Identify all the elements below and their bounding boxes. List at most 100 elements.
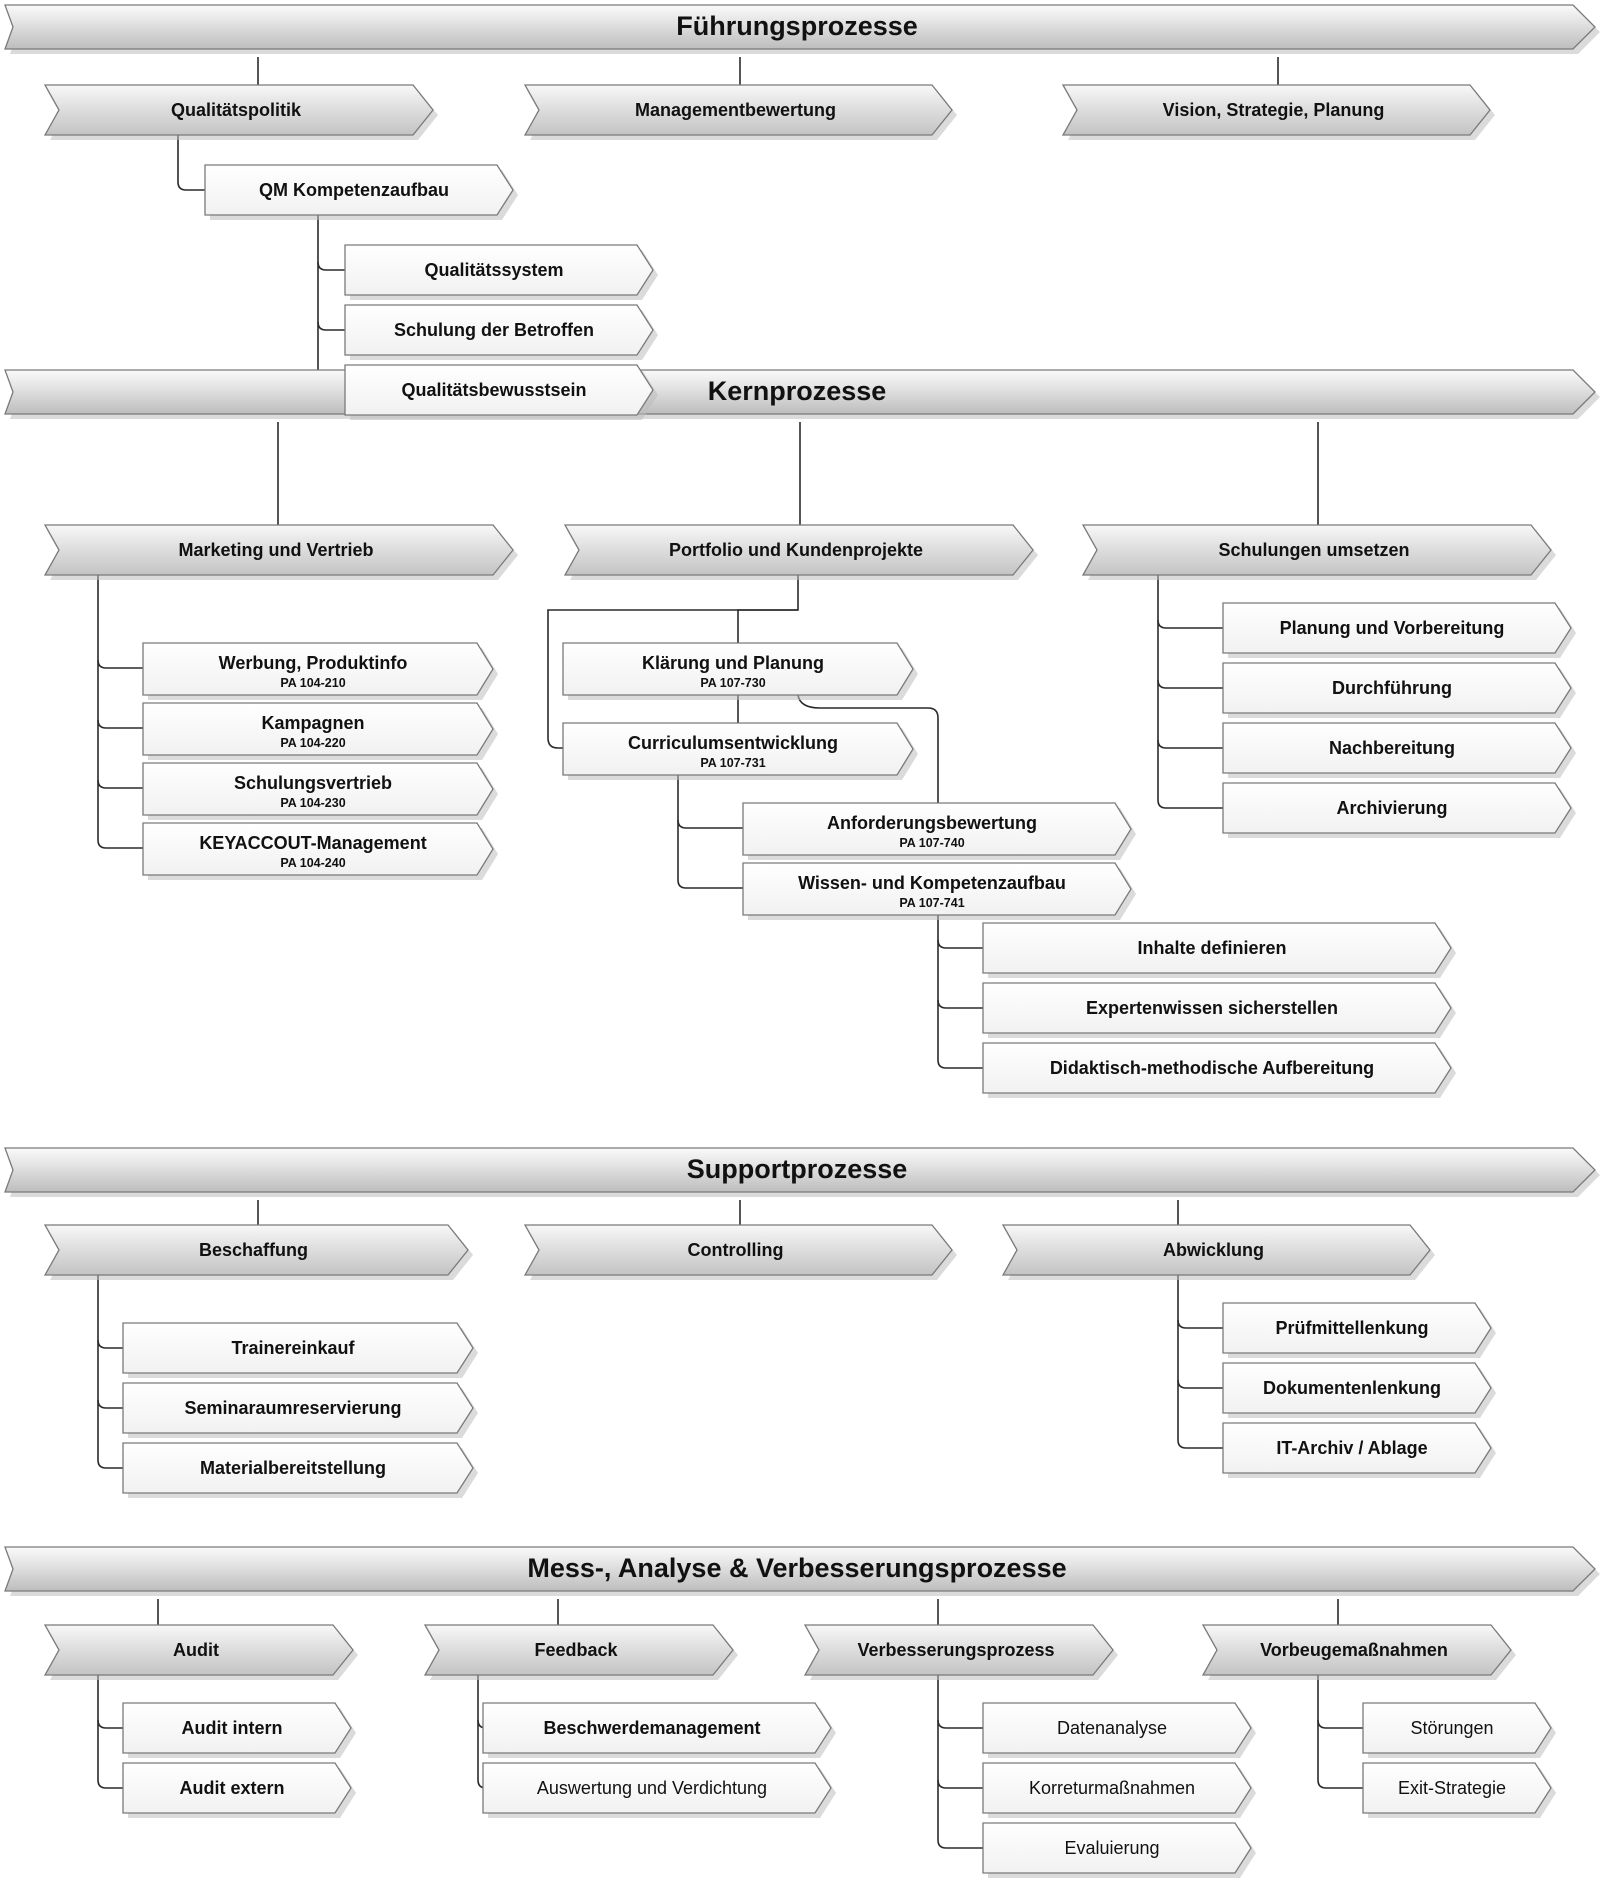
process-group-g-0-0[interactable]: Qualitätspolitik [45, 85, 427, 135]
process-group-g-2-0[interactable]: Beschaffung [45, 1225, 462, 1275]
section-header-hdr-0[interactable]: Führungsprozesse [5, 5, 1589, 49]
process-step-ae[interactable]: Audit extern [123, 1763, 341, 1813]
process-group-g-3-0[interactable]: Audit [45, 1625, 347, 1675]
in-shape [982, 922, 1452, 974]
process-step-da[interactable]: Datenanalyse [983, 1703, 1241, 1753]
g-1-0-shape [43, 524, 514, 576]
process-label: Inhalte definieren [1137, 937, 1287, 958]
di-shape [982, 1042, 1452, 1094]
section-header-hdr-1[interactable]: Kernprozesse [5, 370, 1589, 414]
process-label: Archivierung [1336, 797, 1448, 818]
process-group-g-2-1[interactable]: Controlling [525, 1225, 946, 1275]
connector-branch-7-1 [1177, 1379, 1230, 1389]
process-step-es[interactable]: Exit-Strategie [1363, 1763, 1541, 1813]
section-header-hdr-3[interactable]: Mess-, Analyse & Verbesserungsprozesse [5, 1547, 1589, 1591]
process-step-nb[interactable]: Nachbereitung [1223, 723, 1561, 773]
process-step-ko[interactable]: Korreturmaßnahmen [983, 1763, 1241, 1813]
g-2-2-shape [1001, 1224, 1431, 1276]
process-group-g-0-1[interactable]: Managementbewertung [525, 85, 946, 135]
process-group-g-0-2[interactable]: Vision, Strategie, Planung [1063, 85, 1484, 135]
process-group-g-3-1[interactable]: Feedback [425, 1625, 727, 1675]
process-step-bm[interactable]: Beschwerdemanagement [483, 1703, 821, 1753]
se-shape [122, 1382, 474, 1434]
connector-branch-10-2 [937, 1839, 990, 1849]
process-step-in[interactable]: Inhalte definieren [983, 923, 1441, 973]
g-3-0-shape [43, 1624, 354, 1676]
process-step-pv[interactable]: Planung und Vorbereitung [1223, 603, 1561, 653]
process-step-ev[interactable]: Evaluierung [983, 1823, 1241, 1873]
ar-shape [1222, 782, 1572, 834]
connector-branch-2-0 [97, 659, 150, 669]
process-group-g-3-2[interactable]: Verbesserungsprozess [805, 1625, 1107, 1675]
connector-branch-7-2 [1177, 1439, 1230, 1449]
connector-branch-7-0 [1177, 1319, 1230, 1329]
process-step-pm[interactable]: Prüfmittellenkung [1223, 1303, 1481, 1353]
process-step-di[interactable]: Didaktisch-methodische Aufbereitung [983, 1043, 1441, 1093]
process-group-g-1-1[interactable]: Portfolio und Kundenprojekte [565, 525, 1027, 575]
section-title: Mess-, Analyse & Verbesserungsprozesse [527, 1553, 1067, 1584]
process-label: Durchführung [1332, 677, 1452, 698]
ex-shape [982, 982, 1452, 1034]
process-label: Controlling [687, 1239, 784, 1260]
bm-shape [482, 1702, 832, 1754]
process-label: Nachbereitung [1328, 737, 1456, 758]
process-step-st[interactable]: Störungen [1363, 1703, 1541, 1753]
section-header-hdr-2[interactable]: Supportprozesse [5, 1148, 1589, 1192]
ka-shape [142, 822, 494, 876]
section-title: Führungsprozesse [676, 11, 918, 42]
te-shape [122, 1322, 474, 1374]
process-label: Materialbereitstellung [199, 1457, 387, 1478]
process-step-ex[interactable]: Expertenwissen sicherstellen [983, 983, 1441, 1033]
process-code: PA 104-240 [280, 855, 346, 870]
process-step-te[interactable]: Trainereinkauf [123, 1323, 463, 1373]
process-label: Audit intern [181, 1717, 283, 1738]
qs-shape [344, 244, 654, 296]
process-group-g-3-3[interactable]: Vorbeugemaßnahmen [1203, 1625, 1505, 1675]
process-step-qs[interactable]: Qualitätssystem [345, 245, 643, 295]
process-label: Schulungsvertrieb [233, 773, 393, 794]
ae-shape [122, 1762, 352, 1814]
connector-branch-11-1 [1317, 1779, 1370, 1789]
process-label: Didaktisch-methodische Aufbereitung [1049, 1057, 1375, 1078]
process-step-ma[interactable]: Materialbereitstellung [123, 1443, 463, 1493]
connector-branch-2-3 [97, 839, 150, 849]
process-label: Audit extern [179, 1777, 285, 1798]
process-step-qb[interactable]: Qualitätsbewusstsein [345, 365, 643, 415]
process-group-g-1-0[interactable]: Marketing und Vertrieb [45, 525, 507, 575]
connector-branch-6-1 [97, 1399, 130, 1409]
process-group-g-1-2[interactable]: Schulungen umsetzen [1083, 525, 1545, 575]
process-step-it[interactable]: IT-Archiv / Ablage [1223, 1423, 1481, 1473]
process-step-dk[interactable]: Dokumentenlenkung [1223, 1363, 1481, 1413]
process-step-qm[interactable]: QM Kompetenzaufbau [205, 165, 503, 215]
process-code: PA 104-230 [280, 795, 346, 810]
connector-branch-6-2 [97, 1459, 130, 1469]
process-step-sb[interactable]: Schulung der Betroffen [345, 305, 643, 355]
hdr-3-shape [4, 1546, 1596, 1592]
process-label: Anforderungsbewertung [827, 813, 1037, 834]
process-step-ar[interactable]: Archivierung [1223, 783, 1561, 833]
process-label: Abwicklung [1162, 1239, 1264, 1260]
connector-branch-5-2 [937, 1059, 990, 1069]
process-label: Managementbewertung [634, 99, 837, 120]
connector-branch-4-1 [677, 879, 750, 889]
process-label: Expertenwissen sicherstellen [1085, 997, 1339, 1018]
connector-branch-8-0 [97, 1719, 130, 1729]
process-group-g-2-2[interactable]: Abwicklung [1003, 1225, 1424, 1275]
process-label: KEYACCOUT-Management [199, 833, 427, 854]
kp-shape [142, 702, 494, 756]
process-step-av[interactable]: Auswertung und Verdichtung [483, 1763, 821, 1813]
process-label: Beschaffung [198, 1239, 308, 1260]
process-label: Klärung und Planung [642, 653, 824, 674]
process-step-ai[interactable]: Audit intern [123, 1703, 341, 1753]
process-step-se[interactable]: Seminaraumreservierung [123, 1383, 463, 1433]
connector-branch-6-0 [97, 1339, 130, 1349]
process-step-du[interactable]: Durchführung [1223, 663, 1561, 713]
